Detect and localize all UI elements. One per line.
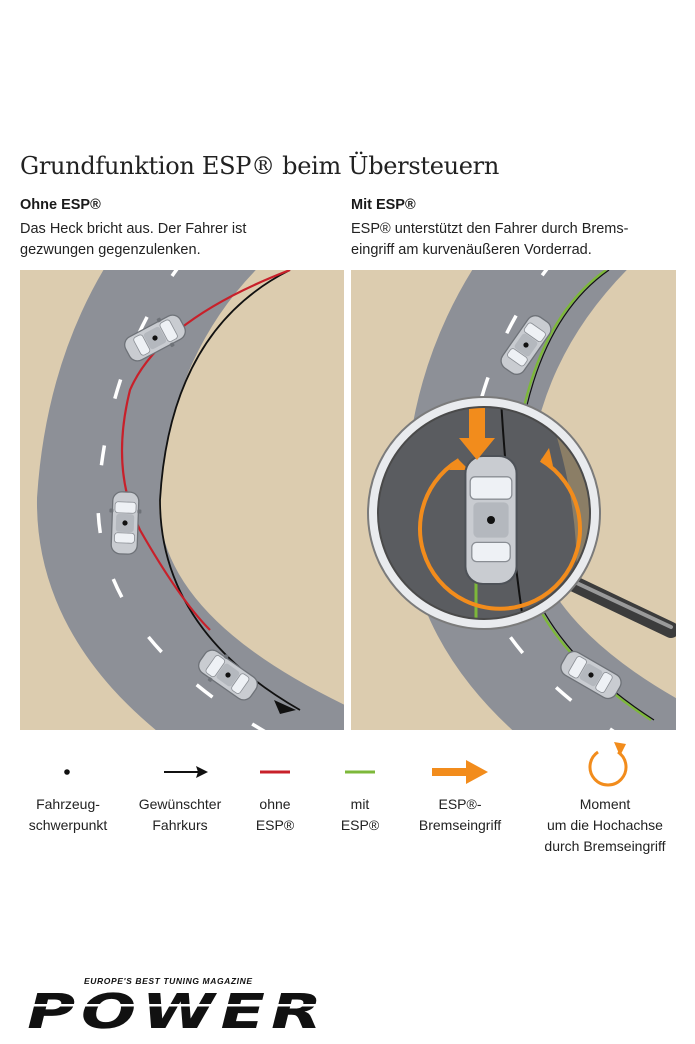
page-title: Grundfunktion ESP® beim Übersteuern: [20, 152, 500, 180]
magnified-view: [373, 402, 595, 624]
lane-marking: [464, 270, 615, 730]
car-zoomed: [464, 454, 518, 586]
desired-course-line: [159, 270, 301, 711]
legend-line: ESP®: [340, 817, 380, 833]
legend-line: Moment: [579, 796, 631, 812]
legend-line: durch Bremseingriff: [544, 838, 666, 854]
logo-tagline: EUROPE'S BEST TUNING MAGAZINE: [84, 976, 253, 986]
power-logo: EUROPE'S BEST TUNING MAGAZINE POWER: [22, 976, 333, 1034]
legend-line: Bremseingriff: [418, 817, 502, 833]
diagram-without-esp: [20, 270, 344, 730]
magnifier-handle-shine: [564, 576, 673, 629]
magnifier-rim: [368, 397, 600, 629]
path-without-esp: [120, 270, 291, 631]
green-line-icon: [345, 770, 375, 774]
legend-label-desired-course: Gewünschter Fahrkurs: [128, 794, 232, 836]
diagram-with-esp: [351, 270, 676, 730]
legend-label-with-esp: mit ESP®: [330, 794, 390, 836]
legend-line: ESP®: [255, 817, 295, 833]
legend-label-center-of-gravity: Fahrzeug- schwerpunkt: [22, 794, 114, 836]
right-description: ESP® unterstützt den Fahrer durch Brems-…: [351, 219, 671, 261]
left-description: Das Heck bricht aus. Der Fahrer ist gezw…: [20, 219, 340, 261]
legend-line: ohne: [259, 796, 291, 812]
legend-line: um die Hochachse: [547, 817, 663, 833]
logo-stripe: [28, 1004, 328, 1007]
orange-arrow-icon: [432, 760, 488, 784]
rotation-arc: [418, 458, 582, 611]
brake-intervention-arrow: [459, 402, 495, 460]
legend-line: Fahrkurs: [152, 817, 208, 833]
black-arrow-icon: [164, 766, 208, 778]
left-desc-line: gezwungen gegenzulenken.: [20, 242, 201, 258]
legend-line: mit: [350, 796, 370, 812]
right-desc-line: ESP® unterstützt den Fahrer durch Brems-: [351, 221, 629, 237]
road: [37, 270, 344, 730]
car-2: [107, 490, 143, 556]
legend-line: Gewünschter: [138, 796, 222, 812]
legend-label-yaw-moment: Moment um die Hochachse durch Bremseingr…: [530, 794, 680, 857]
logo-word: POWER: [22, 985, 333, 1034]
rotation-arrowhead: [449, 460, 469, 470]
legend-line: schwerpunkt: [28, 817, 108, 833]
legend-line: Fahrzeug-: [36, 796, 100, 812]
legend-label-without-esp: ohne ESP®: [245, 794, 305, 836]
rotation-arrow-icon: [588, 742, 628, 787]
left-heading: Ohne ESP®: [20, 197, 101, 213]
left-desc-line: Das Heck bricht aus. Der Fahrer ist: [20, 221, 247, 237]
legend-line: ESP®-: [438, 796, 482, 812]
dot-icon: [64, 769, 70, 775]
red-line-icon: [260, 770, 290, 774]
legend-label-brake-intervention: ESP®- Bremseingriff: [408, 794, 512, 836]
magnifier-rim-outer: [367, 396, 601, 630]
right-heading: Mit ESP®: [351, 197, 416, 213]
magnifier-rim-inner: [377, 406, 591, 620]
rotation-arrowhead: [541, 448, 553, 466]
logo-wordmark: POWER: [22, 985, 333, 1034]
right-desc-line: eingriff am kurvenäußeren Vorderrad.: [351, 242, 592, 258]
course-arrowhead: [274, 700, 296, 714]
